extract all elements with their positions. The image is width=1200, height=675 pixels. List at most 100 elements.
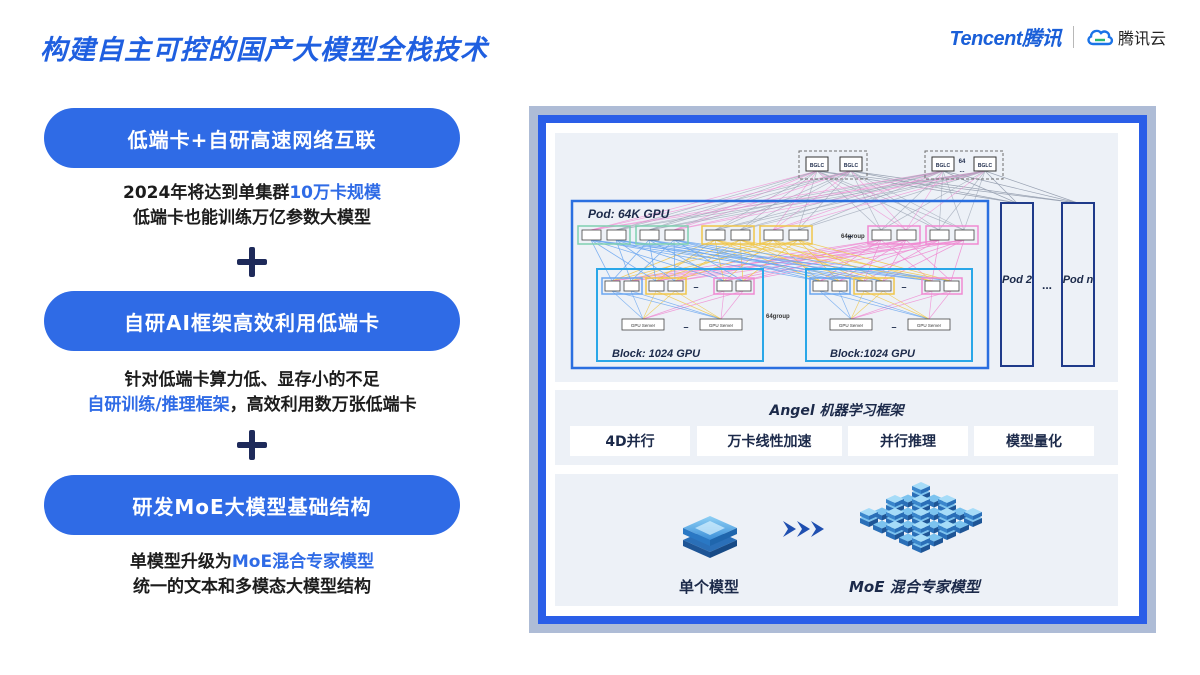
single-model-label: 单个模型 xyxy=(679,578,740,596)
gpu-server-label: GPU Server xyxy=(917,323,942,328)
pod-block-link xyxy=(739,239,952,282)
tencent-cloud-text: 腾讯云 xyxy=(1117,28,1166,48)
moe-expert-chip xyxy=(938,508,956,527)
pod-switch xyxy=(763,229,784,241)
gpu-server-label: GPU Server xyxy=(709,323,734,328)
section-3-line-2: 统一的文本和多模态大模型结构 xyxy=(133,577,371,597)
pod-switch-group xyxy=(701,225,755,245)
section-2-highlight: 自研训练/推理框架 xyxy=(87,395,230,415)
server-ellipsis: – xyxy=(683,322,688,332)
pod-block-link xyxy=(673,239,884,282)
spine-switch-label: BGLC xyxy=(978,163,993,169)
block-switch xyxy=(648,280,665,292)
spine-switch-label: BGLC xyxy=(936,163,951,169)
spine-switch xyxy=(805,156,829,172)
block-switch xyxy=(716,280,733,292)
pod-block-link xyxy=(674,239,965,282)
feature-linear-speedup: 万卡线性加速 xyxy=(697,426,842,456)
pod-block-link xyxy=(615,239,884,282)
pod-block-link xyxy=(905,239,952,282)
server-link xyxy=(611,290,722,320)
moe-expert-chip xyxy=(860,508,878,527)
pod-block-link xyxy=(648,239,821,282)
pod-switch-group xyxy=(867,225,921,245)
server-link xyxy=(850,290,865,320)
block-switch-group xyxy=(713,277,755,295)
section-2-desc: 针对低端卡算力低、显存小的不足 自研训练/推理框架，高效利用数万张低端卡 xyxy=(44,368,460,418)
feature-4d-parallel: 4D并行 xyxy=(570,426,690,456)
cloud-icon xyxy=(1087,29,1114,45)
pod-switch xyxy=(730,229,751,241)
tencent-cloud-logo: 腾讯云 xyxy=(1086,25,1166,49)
pod-block-link xyxy=(723,239,940,282)
plus-icon xyxy=(234,427,270,463)
server-link xyxy=(720,290,725,320)
section-3-highlight: MoE混合专家模型 xyxy=(231,552,375,572)
pod-n-label: Pod n xyxy=(1063,274,1094,286)
spine-switch-label: BGLC xyxy=(844,163,859,169)
pod-switch xyxy=(896,229,917,241)
block-switch xyxy=(604,280,621,292)
block-left-label: Block: 1024 GPU xyxy=(612,348,701,360)
pod-block-link xyxy=(648,239,865,282)
server-link xyxy=(642,290,657,320)
spine-switch xyxy=(839,156,863,172)
gpu-server-label: GPU Server xyxy=(839,323,864,328)
section-1-highlight: 10万卡规模 xyxy=(289,183,381,203)
block-switch xyxy=(831,280,848,292)
section-2-line-2-text: ，高效利用数万张低端卡 xyxy=(229,395,417,415)
block-switch xyxy=(623,280,640,292)
spine-ellipsis: ... xyxy=(959,168,964,174)
block-switch xyxy=(735,280,752,292)
pod-2-frame xyxy=(1000,202,1034,367)
spine-link xyxy=(850,170,1079,204)
server-link xyxy=(642,290,676,320)
pod-switch xyxy=(606,229,627,241)
pod-block-link xyxy=(611,239,882,282)
pod-block-link xyxy=(590,239,933,282)
server-link xyxy=(642,290,744,320)
feature-parallel-inference: 并行推理 xyxy=(848,426,968,456)
server-link xyxy=(674,290,722,320)
server-link xyxy=(863,290,930,320)
pod-block-link xyxy=(797,239,952,282)
pod-switch-group xyxy=(759,225,813,245)
block-right-frame xyxy=(805,268,973,362)
spine-switch xyxy=(973,156,997,172)
server-link xyxy=(642,290,725,320)
pod-block-link xyxy=(590,239,865,282)
pod-switch-group xyxy=(577,225,631,245)
gpu-server xyxy=(907,318,951,331)
brand-divider xyxy=(1072,25,1074,48)
pod-n-frame xyxy=(1061,202,1095,367)
spine-link xyxy=(816,170,1018,204)
tencent-logo-cn: 腾讯 xyxy=(1021,28,1062,50)
block-switch xyxy=(667,280,684,292)
moe-expert-chip xyxy=(938,521,956,540)
server-link xyxy=(611,290,644,320)
section-2-line-2: 自研训练/推理框架，高效利用数万张低端卡 xyxy=(44,393,460,418)
server-link xyxy=(720,290,744,320)
tencent-logo-text: Tencent xyxy=(949,28,1023,50)
block-left-frame xyxy=(596,268,764,362)
gpu-server xyxy=(699,318,743,331)
section-3-desc: 单模型升级为MoE混合专家模型 统一的文本和多模态大模型结构 xyxy=(44,550,460,600)
pod-block-link xyxy=(590,239,613,282)
section-2-pill: 自研AI框架高效利用低端卡 xyxy=(44,291,460,351)
server-link xyxy=(838,290,852,320)
gpu-server xyxy=(621,318,665,331)
pod-switch xyxy=(788,229,809,241)
pod-ellipsis: ... xyxy=(1042,278,1052,292)
server-link xyxy=(819,290,852,320)
block-switch xyxy=(924,280,941,292)
section-1-line-2: 低端卡也能训练万亿参数大模型 xyxy=(133,208,371,228)
pod-switch xyxy=(929,229,950,241)
server-link xyxy=(819,290,930,320)
server-link xyxy=(882,290,930,320)
moe-expert-chip xyxy=(964,508,982,527)
block-switch-group xyxy=(921,277,963,295)
server-ellipsis: – xyxy=(891,322,896,332)
block-switch xyxy=(943,280,960,292)
moe-expert-chip xyxy=(912,508,930,527)
server-link xyxy=(928,290,952,320)
